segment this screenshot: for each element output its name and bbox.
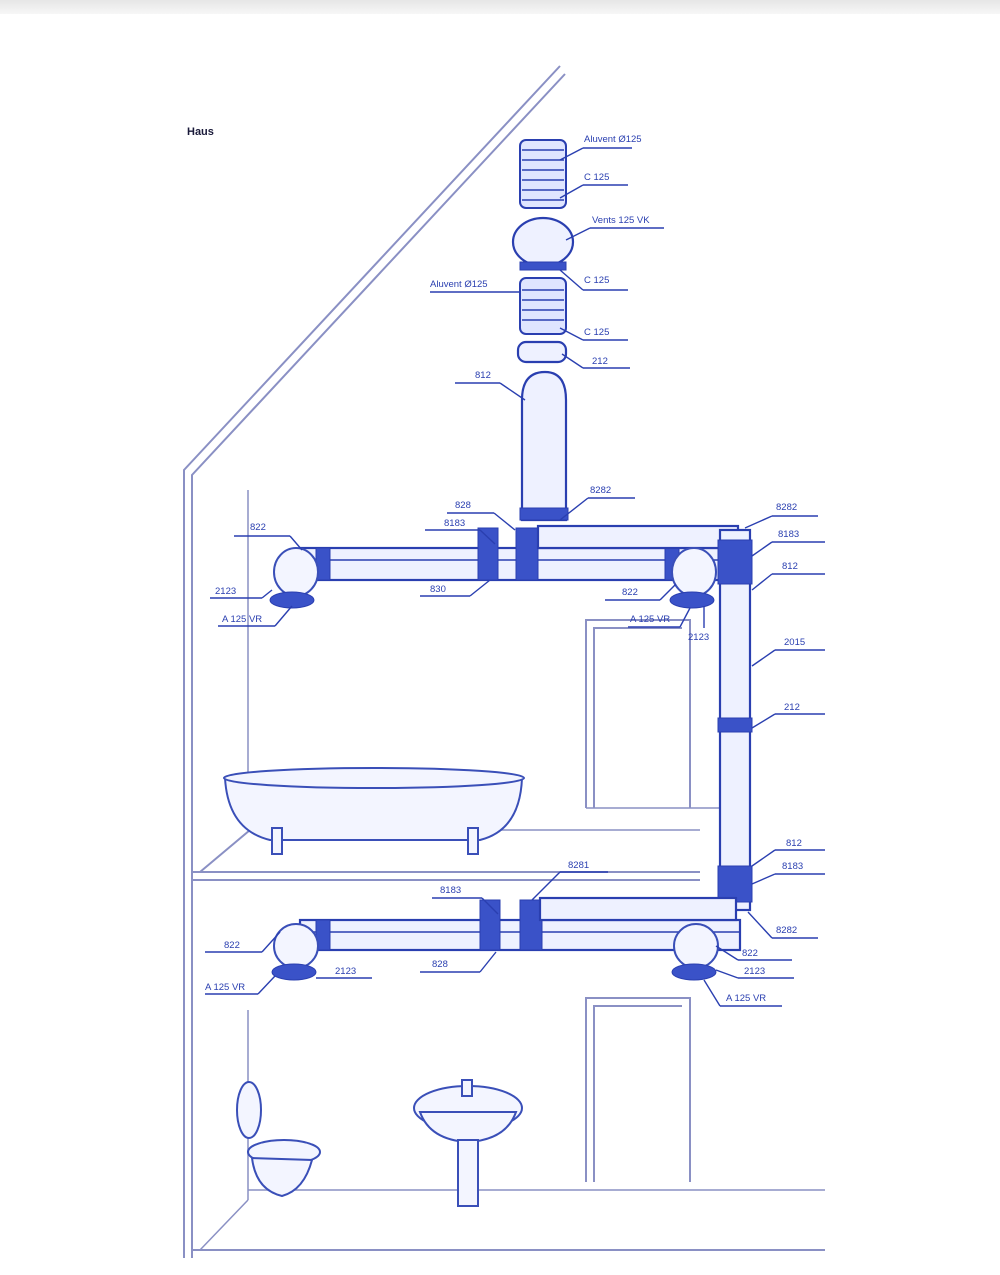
label-828-a: 828: [455, 500, 471, 511]
label-a125vr-b: A 125 VR: [630, 614, 670, 625]
diagram-title: Haus: [187, 126, 214, 138]
aluvent-flex-duct-mid: [519, 277, 567, 335]
label-2123-d: 2123: [744, 966, 765, 977]
right-riser: [717, 528, 753, 912]
label-8183-c: 8183: [782, 861, 803, 872]
label-822-a: 822: [250, 522, 266, 533]
label-aluvent-top: Aluvent Ø125: [584, 134, 642, 145]
label-8282-a: 8282: [590, 485, 611, 496]
label-a125vr-a: A 125 VR: [222, 614, 262, 625]
labels: Aluvent Ø125 C 125 Vents 125 VK C 125 Al…: [205, 134, 825, 1007]
label-c125-a: C 125: [584, 172, 609, 183]
label-vents-125vk: Vents 125 VK: [592, 215, 650, 226]
label-aluvent-mid: Aluvent Ø125: [430, 279, 488, 290]
label-830: 830: [430, 584, 446, 595]
house-outline: [183, 65, 825, 1258]
lower-duct: [271, 896, 742, 981]
label-8282-b: 8282: [776, 502, 797, 513]
label-812-b: 812: [782, 561, 798, 572]
toilet: [236, 1081, 321, 1198]
roof-stack: [511, 139, 575, 522]
inline-fan: [511, 216, 575, 268]
label-822-d: 822: [742, 948, 758, 959]
label-812-c: 812: [786, 838, 802, 849]
label-8281: 8281: [568, 860, 589, 871]
label-8282-c: 8282: [776, 925, 797, 936]
connector-212: [516, 340, 568, 364]
upper-duct: [269, 524, 742, 609]
label-2123-b: 2123: [688, 632, 709, 643]
label-212-b: 212: [784, 702, 800, 713]
label-c125-b: C 125: [584, 275, 609, 286]
label-822-c: 822: [224, 940, 240, 951]
label-828-b: 828: [432, 959, 448, 970]
label-a125vr-c: A 125 VR: [205, 982, 245, 993]
label-2015: 2015: [784, 637, 805, 648]
label-212-a: 212: [592, 356, 608, 367]
label-8183-d: 8183: [440, 885, 461, 896]
label-822-b: 822: [622, 587, 638, 598]
label-8183-a: 8183: [444, 518, 465, 529]
label-8183-b: 8183: [778, 529, 799, 540]
viewer-top-edge: [0, 0, 1000, 14]
label-812-a: 812: [475, 370, 491, 381]
label-c125-c: C 125: [584, 327, 609, 338]
elbow-812: [520, 370, 568, 522]
aluvent-flex-duct-top: [519, 139, 567, 209]
label-a125vr-d: A 125 VR: [726, 993, 766, 1004]
sink: [413, 1079, 523, 1207]
label-2123-a: 2123: [215, 586, 236, 597]
bathtub: [223, 767, 525, 855]
label-2123-c: 2123: [335, 966, 356, 977]
